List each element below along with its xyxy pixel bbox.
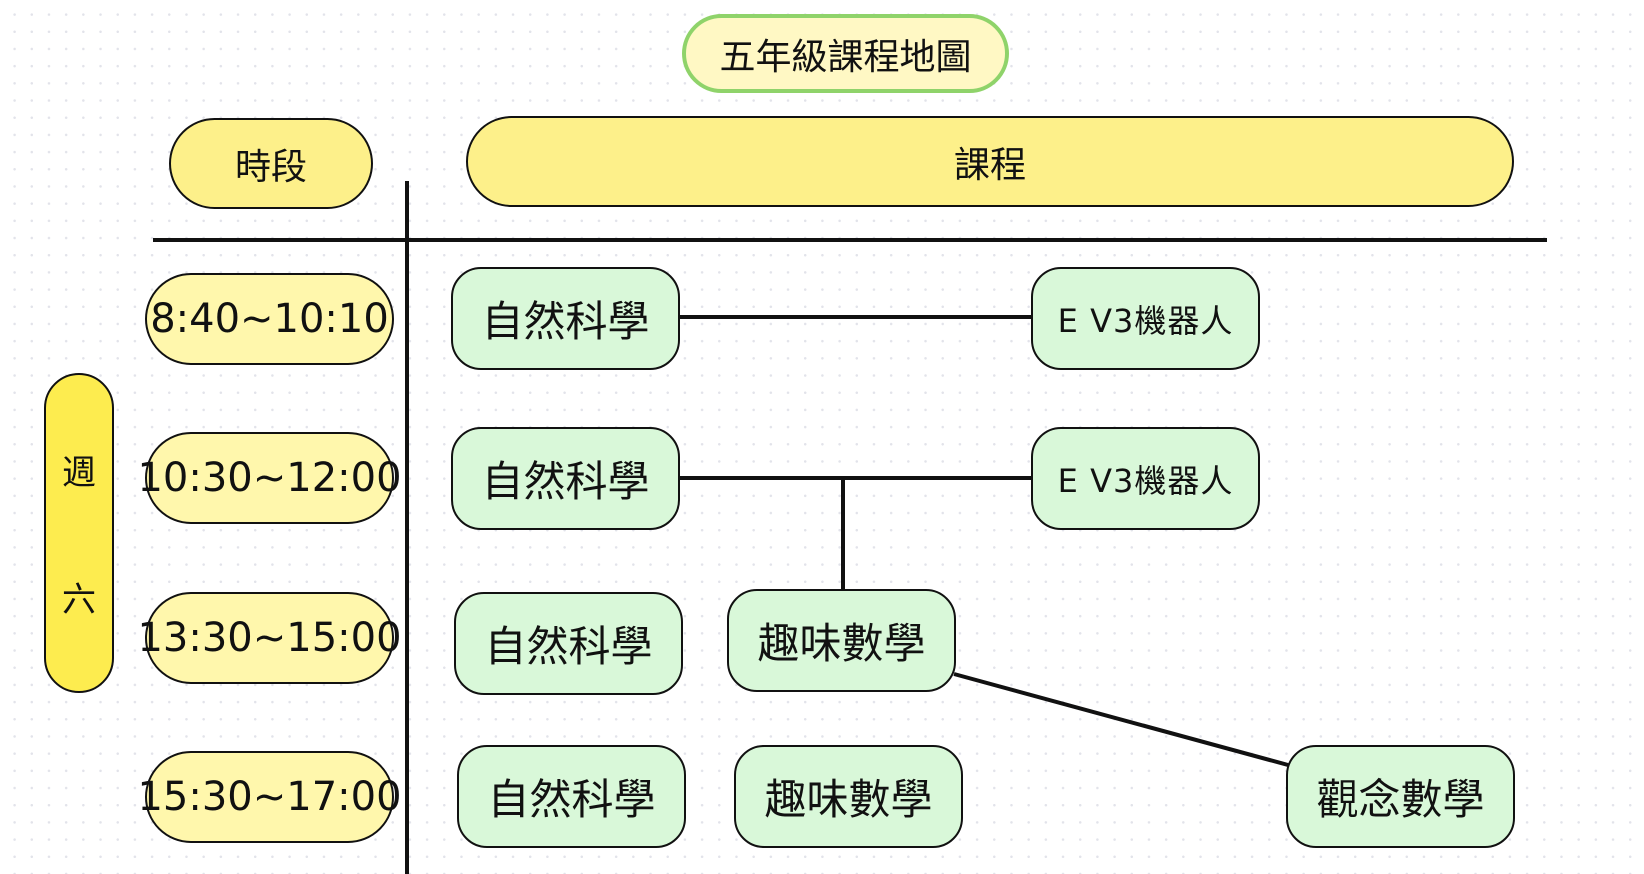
header-time-slot: 時段 (169, 118, 373, 209)
course-fun-math-row4[interactable]: 趣味數學 (734, 745, 963, 848)
map-title: 五年級課程地圖 (682, 14, 1009, 93)
course-natural-science-row1[interactable]: 自然科學 (451, 267, 680, 370)
time-slot-1: 8:40~10:10 (145, 273, 394, 365)
course-ev3-robot-row2[interactable]: E V3機器人 (1031, 427, 1260, 530)
time-slot-2: 10:30~12:00 (137, 432, 402, 524)
course-fun-math-row3[interactable]: 趣味數學 (727, 589, 956, 692)
connector-row3-to-row4 (953, 672, 1289, 767)
day-char-1: 週 (62, 453, 96, 493)
time-slot-3: 13:30~15:00 (137, 592, 402, 684)
day-char-2: 六 (62, 580, 96, 620)
course-natural-science-row2[interactable]: 自然科學 (451, 427, 680, 530)
day-label-saturday: 週 六 (44, 373, 114, 693)
course-natural-science-row3[interactable]: 自然科學 (454, 592, 683, 695)
course-concept-math-row4[interactable]: 觀念數學 (1286, 745, 1515, 848)
header-courses: 課程 (466, 116, 1514, 207)
course-natural-science-row4[interactable]: 自然科學 (457, 745, 686, 848)
course-ev3-robot-row1[interactable]: E V3機器人 (1031, 267, 1260, 370)
time-slot-4: 15:30~17:00 (137, 751, 402, 843)
